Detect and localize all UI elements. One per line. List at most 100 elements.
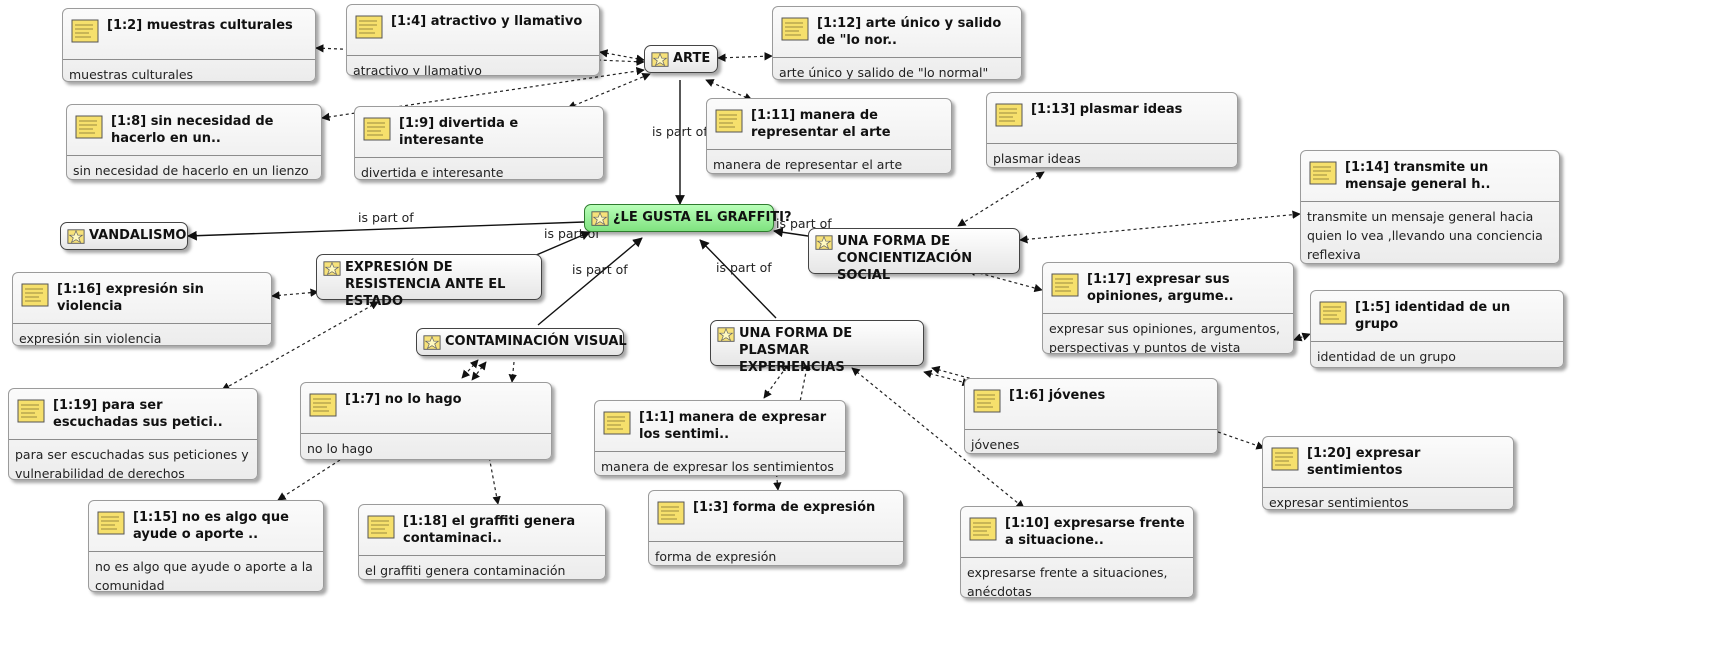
quote-link-edge	[485, 439, 501, 505]
quote-text: manera de expresar los sentimientos	[601, 459, 834, 474]
quote-title: [1:18] el graffiti genera contaminaci..	[403, 514, 576, 546]
quote-text: expresar sus opiniones, argumentos, pers…	[1049, 321, 1280, 354]
quote-1-9[interactable]: [1:9] divertida e interesante divertida …	[354, 106, 604, 180]
quote-text: el graffiti genera contaminación	[365, 563, 566, 578]
quote-link-edge	[957, 171, 1045, 227]
code-label: UNA FORMA DE CONCIENTIZACIÓN SOCIAL	[837, 234, 973, 283]
divider	[301, 433, 551, 434]
code-star-icon	[323, 261, 341, 276]
quote-link-edge	[773, 467, 782, 491]
quote-1-8[interactable]: [1:8] sin necesidad de hacerlo en un.. s…	[66, 104, 322, 180]
quotation-note-icon	[21, 283, 49, 307]
quote-title: [1:4] atractivo y llamativo	[391, 14, 583, 29]
code-vandalismo[interactable]: VANDALISMO	[60, 222, 188, 250]
quote-link-edge	[705, 79, 753, 101]
quote-text: divertida e interesante	[361, 165, 504, 180]
divider	[987, 143, 1237, 144]
quote-text: no lo hago	[307, 441, 373, 456]
quote-title: [1:15] no es algo que ayude o aporte ..	[133, 510, 289, 542]
quote-text: no es algo que ayude o aporte a la comun…	[95, 559, 313, 592]
quote-title: [1:6] jóvenes	[1009, 388, 1106, 403]
quote-1-2[interactable]: [1:2] muestras culturales muestras cultu…	[62, 8, 316, 82]
code-contaminacion-visual[interactable]: CONTAMINACIÓN VISUAL	[416, 328, 627, 356]
code-expresion-resistencia[interactable]: EXPRESIÓN DE RESISTENCIA ANTE EL ESTADO	[316, 254, 542, 309]
divider	[347, 55, 599, 56]
quote-link-edge	[763, 361, 791, 399]
quote-1-20[interactable]: [1:20] expresar sentimientos expresar se…	[1262, 436, 1514, 510]
quotation-note-icon	[995, 103, 1023, 127]
quotation-note-icon	[1051, 273, 1079, 297]
quote-1-11[interactable]: [1:11] manera de representar el arte man…	[706, 98, 952, 174]
quote-title: [1:19] para ser escuchadas sus petici..	[53, 398, 223, 430]
quotation-note-icon	[1309, 161, 1337, 185]
quotation-note-icon	[309, 393, 337, 417]
code-star-icon	[651, 52, 669, 67]
quote-1-3[interactable]: [1:3] forma de expresión forma de expres…	[648, 490, 904, 566]
quote-title: [1:20] expresar sentimientos	[1307, 446, 1421, 478]
quote-text: forma de expresión	[655, 549, 777, 564]
edge-concientizacion-gusta	[773, 227, 809, 238]
quote-1-19[interactable]: [1:19] para ser escuchadas sus petici.. …	[8, 388, 258, 480]
quote-1-18[interactable]: [1:18] el graffiti genera contaminaci.. …	[358, 504, 606, 580]
code-concientizacion-social[interactable]: UNA FORMA DE CONCIENTIZACIÓN SOCIAL	[808, 228, 1020, 283]
quotation-note-icon	[715, 109, 743, 133]
quote-link-edge	[1293, 332, 1311, 342]
quote-1-13[interactable]: [1:13] plasmar ideas plasmar ideas	[986, 92, 1238, 168]
code-star-icon	[717, 327, 735, 342]
divider	[67, 155, 321, 156]
quote-1-5[interactable]: [1:5] identidad de un grupo identidad de…	[1310, 290, 1564, 368]
quote-link-edge	[461, 359, 479, 379]
quote-text: identidad de un grupo	[1317, 349, 1456, 364]
quotation-note-icon	[71, 19, 99, 43]
divider	[1043, 313, 1293, 314]
divider	[961, 557, 1193, 558]
quote-1-15[interactable]: [1:15] no es algo que ayude o aporte .. …	[88, 500, 324, 592]
code-label: ARTE	[673, 51, 711, 66]
quotation-note-icon	[75, 115, 103, 139]
code-label: VANDALISMO	[89, 228, 187, 243]
code-star-icon	[423, 335, 441, 350]
quote-1-7[interactable]: [1:7] no lo hago no lo hago	[300, 382, 552, 460]
divider	[355, 157, 603, 158]
quote-text: expresar sentimientos	[1269, 495, 1409, 510]
quote-title: [1:16] expresión sin violencia	[57, 282, 204, 314]
code-label: ¿LE GUSTA EL GRAFFITI?	[613, 210, 792, 225]
quote-title: [1:1] manera de expresar los sentimi..	[639, 410, 827, 442]
quotation-note-icon	[367, 515, 395, 539]
quote-title: [1:9] divertida e interesante	[399, 116, 519, 148]
quote-title: [1:3] forma de expresión	[693, 500, 876, 515]
quote-text: arte único y salido de "lo normal"	[779, 65, 989, 80]
quote-link-edge	[471, 361, 487, 381]
code-root-le-gusta[interactable]: ¿LE GUSTA EL GRAFFITI?	[584, 204, 792, 232]
divider	[1301, 201, 1559, 202]
quotation-note-icon	[781, 17, 809, 41]
quote-link-edge	[567, 73, 651, 109]
quote-1-4[interactable]: [1:4] atractivo y llamativo atractivo y …	[346, 4, 600, 76]
quote-1-16[interactable]: [1:16] expresión sin violencia expresión…	[12, 272, 272, 346]
code-arte[interactable]: ARTE	[644, 45, 718, 73]
divider	[9, 439, 257, 440]
quote-title: [1:17] expresar sus opiniones, argume..	[1087, 272, 1234, 304]
quote-text: manera de representar el arte	[713, 157, 903, 172]
quote-1-1[interactable]: [1:1] manera de expresar los sentimi.. m…	[594, 400, 846, 476]
code-label: CONTAMINACIÓN VISUAL	[445, 334, 627, 349]
divider	[1311, 341, 1563, 342]
quote-1-17[interactable]: [1:17] expresar sus opiniones, argume.. …	[1042, 262, 1294, 354]
divider	[595, 451, 845, 452]
quote-title: [1:5] identidad de un grupo	[1355, 300, 1511, 332]
quote-title: [1:13] plasmar ideas	[1031, 102, 1183, 117]
code-plasmar-experiencias[interactable]: UNA FORMA DE PLASMAR EXPERIENCIAS	[710, 320, 924, 375]
quote-title: [1:7] no lo hago	[345, 392, 462, 407]
divider	[707, 149, 951, 150]
quote-text: transmite un mensaje general hacia quien…	[1307, 209, 1543, 262]
quotation-note-icon	[657, 501, 685, 525]
quote-1-12[interactable]: [1:12] arte único y salido de "lo nor.. …	[772, 6, 1022, 80]
quote-1-14[interactable]: [1:14] transmite un mensaje general h.. …	[1300, 150, 1560, 264]
quote-1-6[interactable]: [1:6] jóvenes jóvenes	[964, 378, 1218, 454]
quote-1-10[interactable]: [1:10] expresarse frente a situacione.. …	[960, 506, 1194, 598]
quotation-note-icon	[603, 411, 631, 435]
quote-link-edge	[1217, 431, 1265, 450]
quote-link-edge	[1019, 210, 1301, 244]
divider	[965, 429, 1217, 430]
quote-link-edge	[277, 459, 341, 501]
